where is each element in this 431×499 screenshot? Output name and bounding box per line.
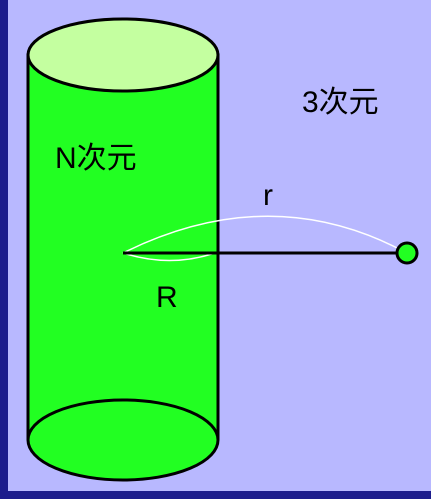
cylinder-top (26, 17, 220, 93)
distance-r-arc (122, 215, 406, 254)
cylinder-body (26, 53, 220, 482)
particle-point (395, 241, 419, 265)
r-small-label: r (263, 179, 273, 212)
n-dim-label: N次元 (55, 142, 137, 175)
three-d-label: 3次元 (302, 86, 379, 119)
cylinder-bottom-rim (26, 398, 220, 441)
r-big-label: R (156, 281, 178, 314)
radius-R-arc (122, 252, 216, 262)
